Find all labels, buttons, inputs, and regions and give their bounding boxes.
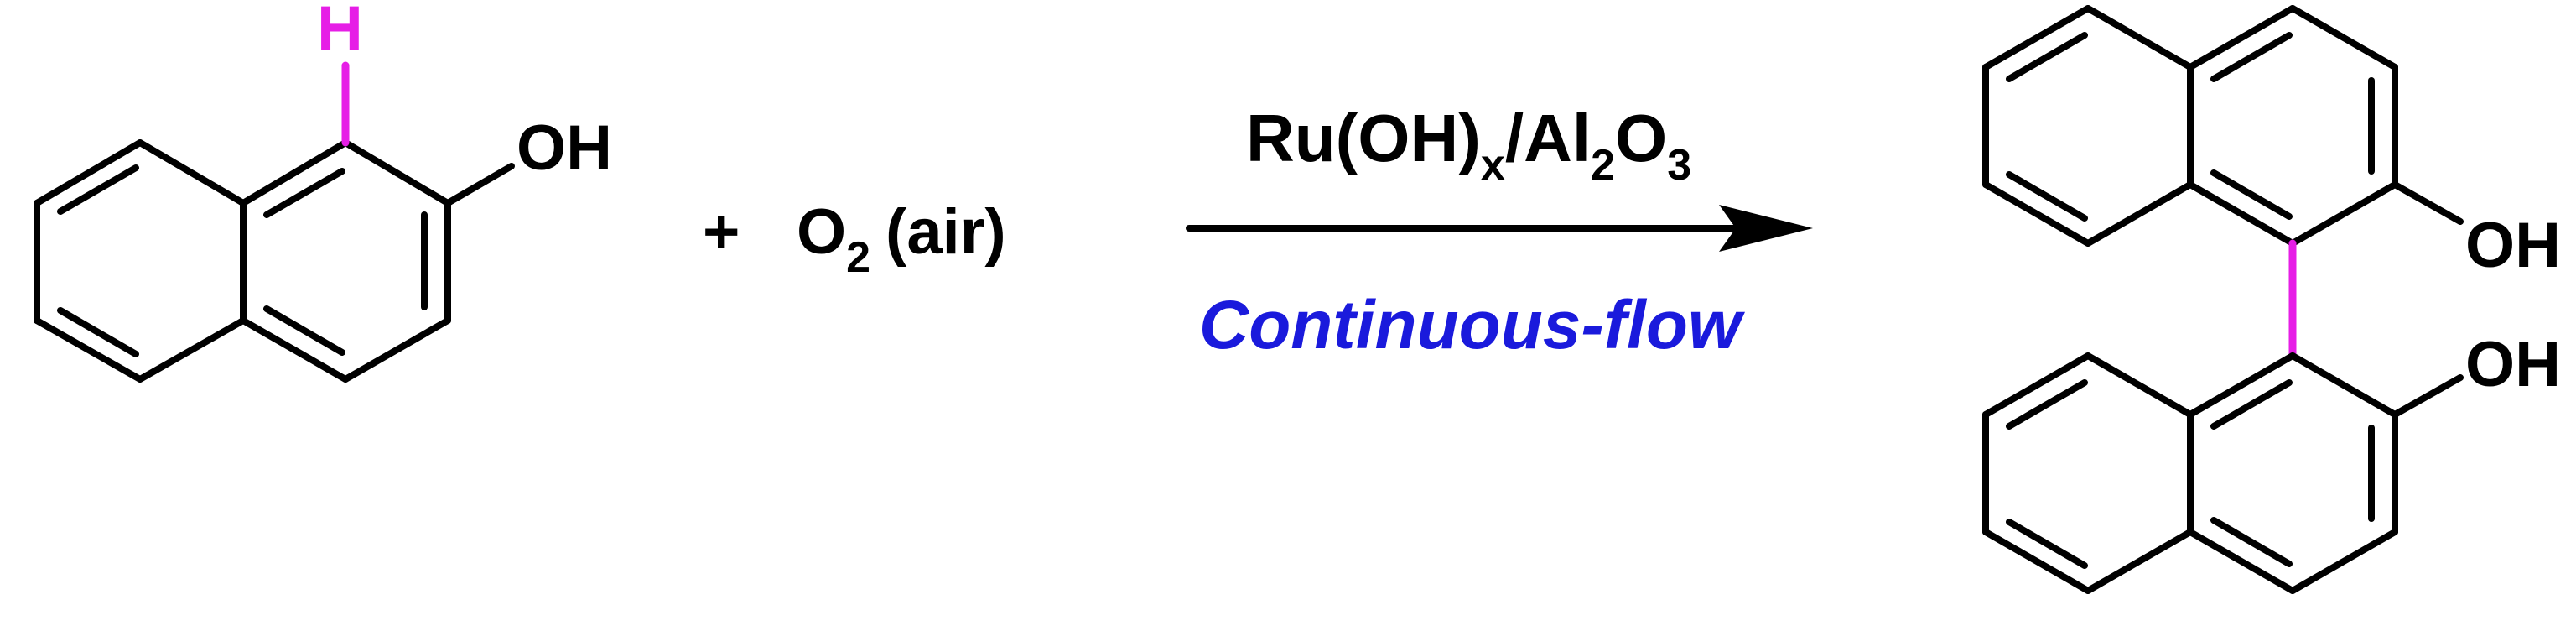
product-oh-top-label: OH [2465,210,2561,281]
reactant-h-label: H [317,0,363,65]
reactant-oh-label: OH [517,112,612,184]
oxygen-label: O2(air) [797,196,1006,282]
reaction-conditions: Ru(OH)x/Al2O3 Continuous-flow [1186,101,1813,363]
continuous-flow-label: Continuous-flow [1199,287,1746,363]
catalyst-label: Ru(OH)x/Al2O3 [1246,101,1691,190]
oxidant-o2-air: + O2(air) [703,196,1006,282]
product-oh-bottom-label: OH [2465,329,2561,400]
plus-sign: + [703,196,740,268]
product-binol: OH OH [1982,5,2561,594]
reactant-2-naphthol: H OH [34,0,612,383]
reaction-arrow-head [1719,205,1813,252]
